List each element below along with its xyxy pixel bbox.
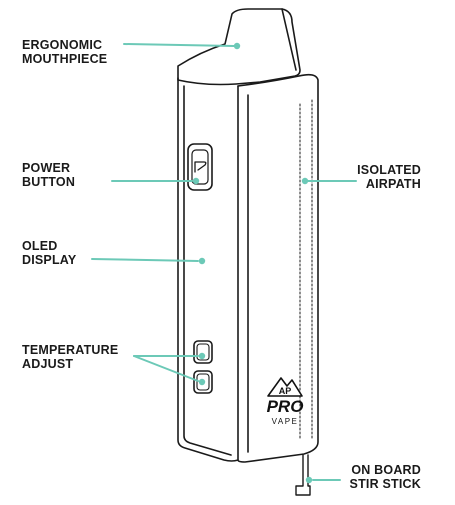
vaporizer-device xyxy=(177,8,319,496)
leader-mouthpiece-dot xyxy=(233,42,241,50)
leader-oled xyxy=(91,258,199,262)
label-stir-line1: ON BOARD xyxy=(351,463,421,477)
brand-logo: AP PRO VAPE xyxy=(267,377,304,426)
leader-mouthpiece xyxy=(123,43,235,47)
temp-up-button xyxy=(193,340,213,364)
callout-labels: ERGONOMIC MOUTHPIECE POWER BUTTON OLED D… xyxy=(22,38,421,491)
leader-lines xyxy=(91,42,357,484)
label-power-line2: BUTTON xyxy=(22,175,75,189)
power-symbol-icon xyxy=(194,161,207,173)
label-oled-line1: OLED xyxy=(22,239,58,253)
label-airpath-line1: ISOLATED xyxy=(357,163,421,177)
mouthpiece-crease xyxy=(281,8,297,71)
power-button-inner xyxy=(191,149,209,185)
label-stir-line2: STIR STICK xyxy=(350,477,421,491)
label-oled-line2: DISPLAY xyxy=(22,253,77,267)
label-power-line1: POWER xyxy=(22,161,70,175)
logo-mountain-icon xyxy=(267,377,303,397)
leader-airpath-dot xyxy=(301,177,309,185)
logo-monogram: AP xyxy=(279,386,292,396)
mouthpiece-shape xyxy=(177,8,301,86)
device-body-side xyxy=(237,73,319,463)
leader-temp-down-dot xyxy=(198,378,206,386)
label-mouthpiece-line1: ERGONOMIC xyxy=(22,38,102,52)
label-mouthpiece-line2: MOUTHPIECE xyxy=(22,52,107,66)
leader-power-dot xyxy=(192,177,200,185)
airpath-dashed-line xyxy=(299,99,313,441)
temp-up-button-inner xyxy=(196,343,210,361)
label-airpath-line2: AIRPATH xyxy=(366,177,421,191)
leader-oled-dot xyxy=(198,257,206,265)
front-inner-contour xyxy=(183,85,232,456)
logo-sub: VAPE xyxy=(272,417,299,426)
device-body-front xyxy=(177,77,239,462)
logo-word: PRO xyxy=(267,397,304,416)
temp-down-button-inner xyxy=(196,373,210,391)
label-temperature-line1: TEMPERATURE xyxy=(22,343,118,357)
leader-stir-dot xyxy=(305,476,313,484)
stir-stick xyxy=(295,454,311,496)
power-button-shape xyxy=(187,143,213,191)
label-temperature-line2: ADJUST xyxy=(22,357,73,371)
temp-down-button xyxy=(193,370,213,394)
leader-temp-down xyxy=(133,355,199,382)
leader-temp-up-dot xyxy=(198,352,206,360)
